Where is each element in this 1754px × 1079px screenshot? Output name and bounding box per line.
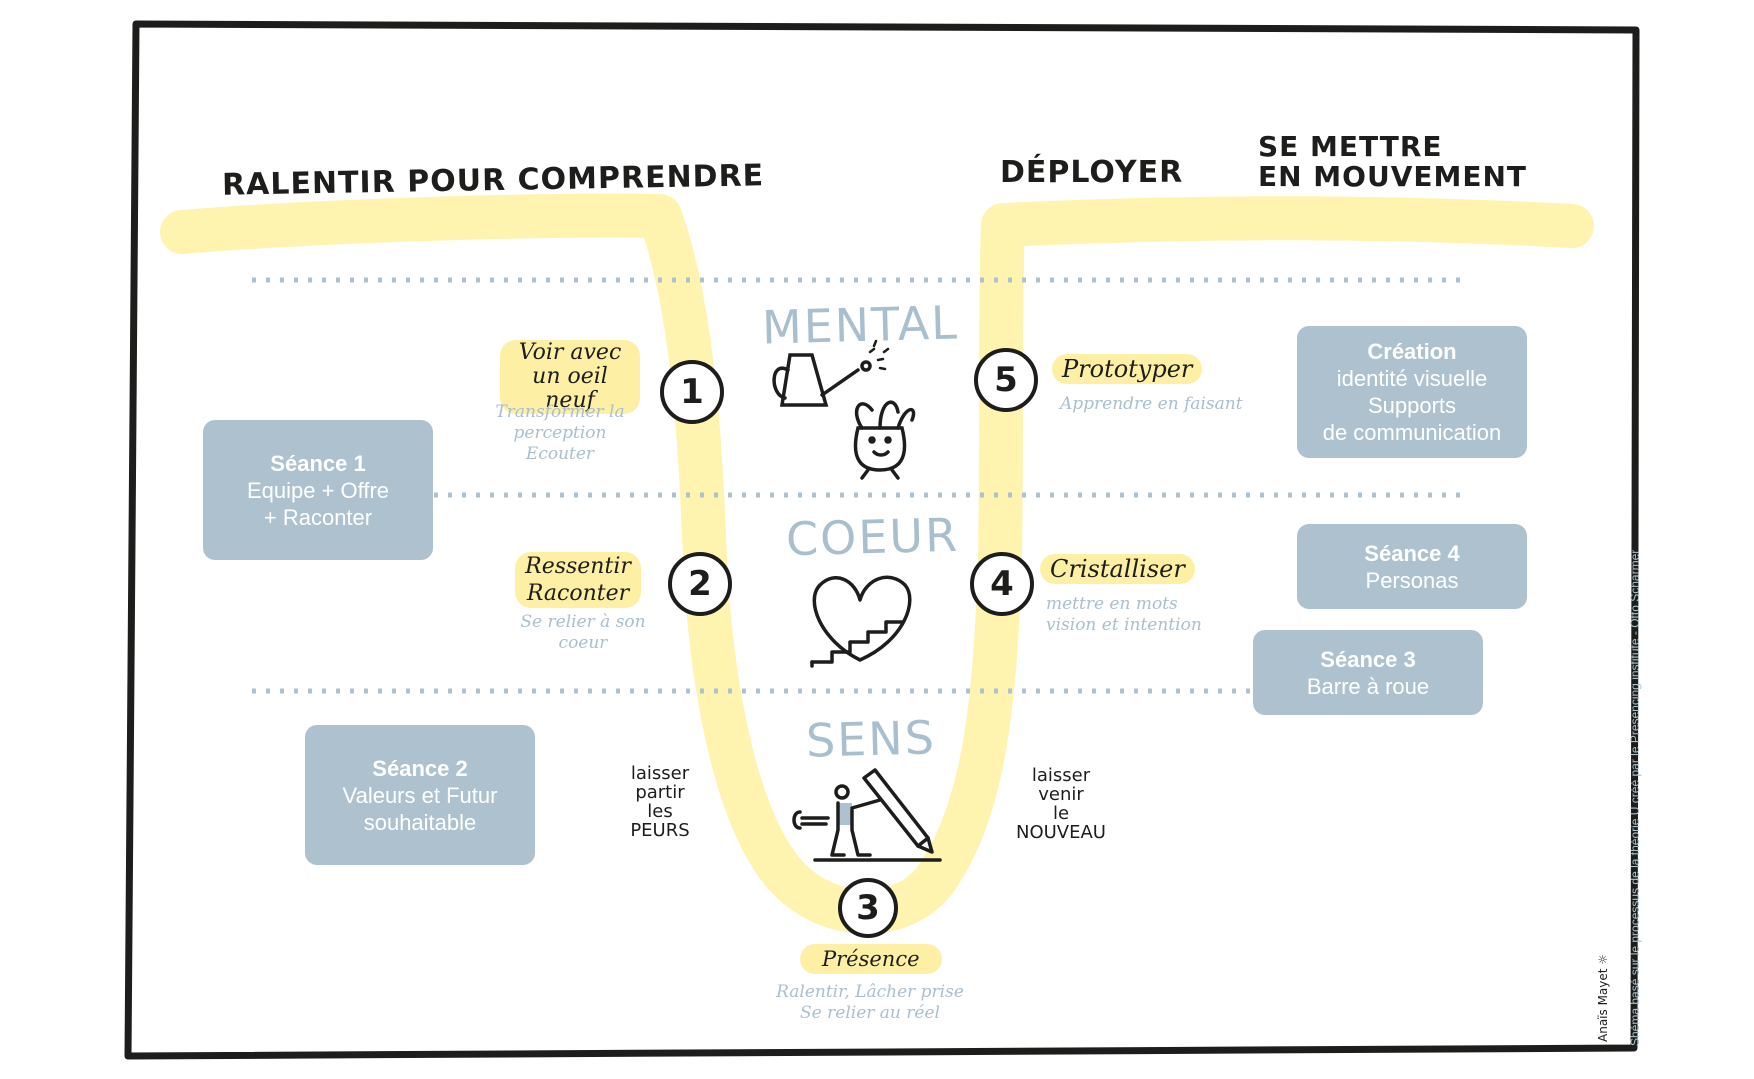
creation-line3: de communication	[1322, 420, 1502, 445]
step-1-title-line2: un oeil neuf	[532, 364, 608, 413]
watering-can-icon	[772, 339, 890, 407]
note-right-line3: le	[1052, 803, 1070, 824]
level-coeur: Coeur	[785, 507, 960, 567]
step-2-title-line2: Raconter	[526, 581, 630, 606]
level-mental: Mental	[761, 295, 960, 355]
step-4-circle: 4	[970, 552, 1034, 616]
step-3-circle: 3	[838, 878, 898, 938]
step-3-subtitle: Ralentir, Lâcher prise Se relier au réel	[770, 982, 970, 1024]
session-1-line2: + Raconter	[263, 504, 373, 530]
source-credit: Shéma basé sur le processus de la théori…	[1628, 549, 1642, 1046]
session-3-line1: Barre à roue	[1306, 673, 1430, 699]
frame-border	[124, 20, 1640, 1060]
sun-icon: ☼	[1596, 953, 1610, 965]
level-sens: Sens	[805, 710, 937, 768]
session-box-3: Séance 3 Barre à roue	[1253, 630, 1483, 715]
step-5-subtitle: Apprendre en faisant	[1060, 394, 1243, 415]
step-2-label: Ressentir Raconter	[508, 552, 648, 608]
step-2-sub-line1: Se relier à son coeur	[520, 612, 646, 653]
session-box-4: Séance 4 Personas	[1297, 524, 1527, 609]
heart-stairs-icon	[810, 575, 912, 668]
step-3-title: Présence	[800, 944, 942, 974]
session-4-title: Séance 4	[1364, 540, 1460, 566]
step-3-label: Présence	[800, 944, 942, 974]
heading-get-moving: Se mettre en mouvement	[1258, 132, 1527, 192]
step-1-label: Voir avec un oeil neuf	[500, 340, 640, 414]
note-let-go-fears: laisser partir les peurs	[610, 764, 710, 840]
note-left-line4: peurs	[630, 820, 690, 841]
step-1-title-line1: Voir avec	[518, 340, 622, 365]
step-1-sub-line1: Transformer la perception	[495, 402, 625, 443]
note-let-come-new: laisser venir le nouveau	[996, 766, 1126, 842]
step-4-sub-line2: vision et intention	[1046, 615, 1202, 635]
heading-deploy: Déployer	[1000, 155, 1184, 190]
step-2-subtitle: Se relier à son coeur	[498, 612, 668, 654]
step-3-sub-line2: Se relier au réel	[800, 1003, 940, 1023]
session-1-line1: Equipe + Offre	[246, 477, 390, 503]
session-1-title: Séance 1	[270, 450, 366, 476]
step-1-circle: 1	[660, 360, 724, 424]
step-3-sub-line1: Ralentir, Lâcher prise	[776, 982, 964, 1002]
heading-get-moving-line1: Se mettre	[1258, 130, 1443, 163]
note-left-line3: les	[647, 801, 673, 822]
step-2-title: Ressentir Raconter	[515, 552, 641, 608]
step-4-label: Cristalliser	[1040, 554, 1195, 584]
session-2-title: Séance 2	[372, 755, 468, 781]
step-1-sub-line2: Ecouter	[525, 444, 595, 464]
step-2-title-line1: Ressentir	[525, 554, 631, 579]
step-5-sub-line1: Apprendre en faisant	[1060, 394, 1243, 414]
step-2-circle: 2	[668, 552, 732, 616]
step-5-circle: 5	[974, 348, 1038, 412]
plant-head-icon	[853, 400, 916, 480]
note-right-line4: nouveau	[1016, 822, 1106, 843]
note-right-line2: venir	[1038, 784, 1084, 805]
session-2-line1: Valeurs et Futur	[342, 782, 498, 808]
person-pencil-icon	[792, 768, 942, 862]
note-right-line1: laisser	[1031, 765, 1091, 786]
session-4-line1: Personas	[1365, 567, 1459, 593]
author-signature: Anaïs Mayet ☼	[1596, 954, 1610, 1042]
heading-get-moving-line2: en mouvement	[1258, 160, 1528, 193]
session-box-1: Séance 1 Equipe + Offre + Raconter	[203, 420, 433, 560]
step-5-title: Prototyper	[1052, 354, 1203, 384]
creation-title: Création	[1367, 339, 1457, 364]
creation-line2: Supports	[1367, 393, 1457, 418]
session-3-title: Séance 3	[1320, 646, 1416, 672]
step-4-subtitle: mettre en mots vision et intention	[1046, 594, 1202, 636]
creation-box: Création identité visuelle Supports de c…	[1297, 326, 1527, 458]
note-left-line2: partir	[635, 782, 685, 803]
step-5-label: Prototyper	[1052, 354, 1203, 384]
step-4-sub-line1: mettre en mots	[1046, 594, 1178, 614]
step-1-subtitle: Transformer la perception Ecouter	[460, 402, 660, 465]
session-box-2: Séance 2 Valeurs et Futur souhaitable	[305, 725, 535, 865]
creation-line1: identité visuelle	[1336, 366, 1488, 391]
session-2-line2: souhaitable	[363, 809, 477, 835]
step-1-title: Voir avec un oeil neuf	[500, 340, 640, 414]
author-name: Anaïs Mayet	[1596, 968, 1610, 1042]
note-left-line1: laisser	[630, 763, 690, 784]
step-4-title: Cristalliser	[1040, 554, 1195, 584]
